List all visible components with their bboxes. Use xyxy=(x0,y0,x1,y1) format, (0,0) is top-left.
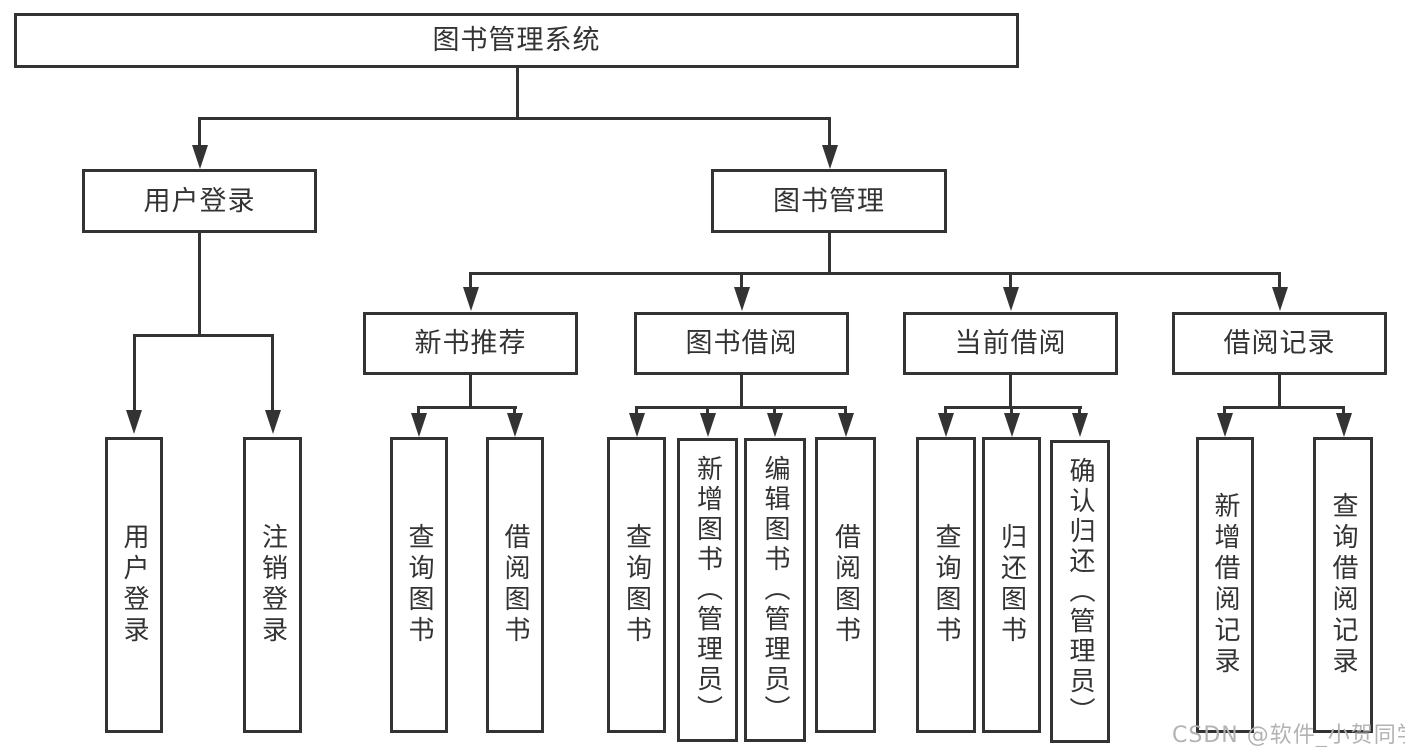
arrowhead-down xyxy=(767,413,783,437)
arrowhead-down xyxy=(265,410,281,434)
arrowhead-down xyxy=(1072,413,1088,437)
leaf-query-books-1: 查询图书 xyxy=(390,437,448,733)
connector-module-stub xyxy=(469,375,472,408)
connector-module-stub xyxy=(1278,375,1281,408)
arrowhead-down xyxy=(700,413,716,437)
arrowhead-down xyxy=(1003,287,1019,311)
connector-leaf-drop xyxy=(773,406,776,416)
leaf-add-borrow-record: 新增借阅记录 xyxy=(1196,437,1254,733)
node-root: 图书管理系统 xyxy=(14,13,1019,68)
node-login-module: 用户登录 xyxy=(82,169,317,233)
arrowhead-down xyxy=(734,287,750,311)
connector-root-stub xyxy=(516,68,519,119)
connector-module-drop xyxy=(1278,272,1281,290)
connector-bookmgmt-drop xyxy=(828,117,831,149)
connector-leaf-rail xyxy=(944,406,1082,409)
node-borrow-records: 借阅记录 xyxy=(1172,312,1387,375)
arrowhead-down xyxy=(1272,287,1288,311)
connector-level1-rail xyxy=(198,117,831,120)
connector-leaf-drop xyxy=(1078,406,1081,416)
connector-leaf-drop xyxy=(635,406,638,416)
connector-module-drop xyxy=(1009,272,1012,290)
node-current-borrowing: 当前借阅 xyxy=(903,312,1118,375)
arrowhead-down xyxy=(1217,413,1233,437)
leaf-return-book: 归还图书 xyxy=(982,437,1041,733)
connector-module-stub xyxy=(1009,375,1012,408)
connector-login-stub xyxy=(198,233,201,336)
arrowhead-down xyxy=(938,413,954,437)
leaf-edit-book-admin: 编辑图书（管理员） xyxy=(744,438,806,742)
arrowhead-down xyxy=(1004,413,1020,437)
connector-leaf-drop xyxy=(1223,406,1226,416)
connector-leaf-drop xyxy=(944,406,947,416)
arrowhead-down xyxy=(192,145,208,169)
leaf-query-books-3: 查询图书 xyxy=(916,437,976,733)
arrowhead-down xyxy=(838,413,854,437)
leaf-borrow-books-2: 借阅图书 xyxy=(815,437,876,733)
arrowhead-down xyxy=(1336,413,1352,437)
connector-login-rail xyxy=(133,334,274,337)
connector-leaf-drop xyxy=(1342,406,1345,416)
connector-module-drop xyxy=(469,272,472,290)
connector-module-stub xyxy=(740,375,743,408)
arrowhead-down xyxy=(126,410,142,434)
connector-leaf-drop xyxy=(417,406,420,416)
leaf-logout: 注销登录 xyxy=(243,437,302,733)
arrowhead-down xyxy=(507,413,523,437)
connector-leaf-drop xyxy=(513,406,516,416)
node-book-management: 图书管理 xyxy=(711,169,947,233)
csdn-watermark: CSDN @软件_小贺同学 xyxy=(1172,723,1405,747)
connector-leaf-drop xyxy=(1010,406,1013,416)
connector-leaf-rail xyxy=(1223,406,1345,409)
connector-leaf-drop xyxy=(844,406,847,416)
connector-module-drop xyxy=(740,272,743,290)
connector-login-drop xyxy=(198,117,201,149)
connector-bookmgmt-stub xyxy=(828,233,831,274)
connector-leaf-drop xyxy=(706,406,709,416)
leaf-query-borrow-record: 查询借阅记录 xyxy=(1313,437,1373,733)
node-book-borrowing: 图书借阅 xyxy=(634,312,849,375)
leaf-user-login: 用户登录 xyxy=(105,437,163,733)
connector-leaf-rail xyxy=(417,406,517,409)
arrowhead-down xyxy=(411,413,427,437)
leaf-add-book-admin: 新增图书（管理员） xyxy=(677,438,738,742)
connector-leaf-rail xyxy=(635,406,847,409)
connector-leaf-drop xyxy=(271,334,274,412)
leaf-borrow-books-1: 借阅图书 xyxy=(486,437,544,733)
leaf-confirm-return-admin: 确认归还（管理员） xyxy=(1050,440,1110,743)
connector-level3-rail xyxy=(469,272,1281,275)
connector-leaf-drop xyxy=(133,334,136,412)
arrowhead-down xyxy=(822,145,838,169)
arrowhead-down xyxy=(629,413,645,437)
arrowhead-down xyxy=(463,287,479,311)
leaf-query-books-2: 查询图书 xyxy=(607,437,666,733)
node-new-book-recommend: 新书推荐 xyxy=(363,312,578,375)
